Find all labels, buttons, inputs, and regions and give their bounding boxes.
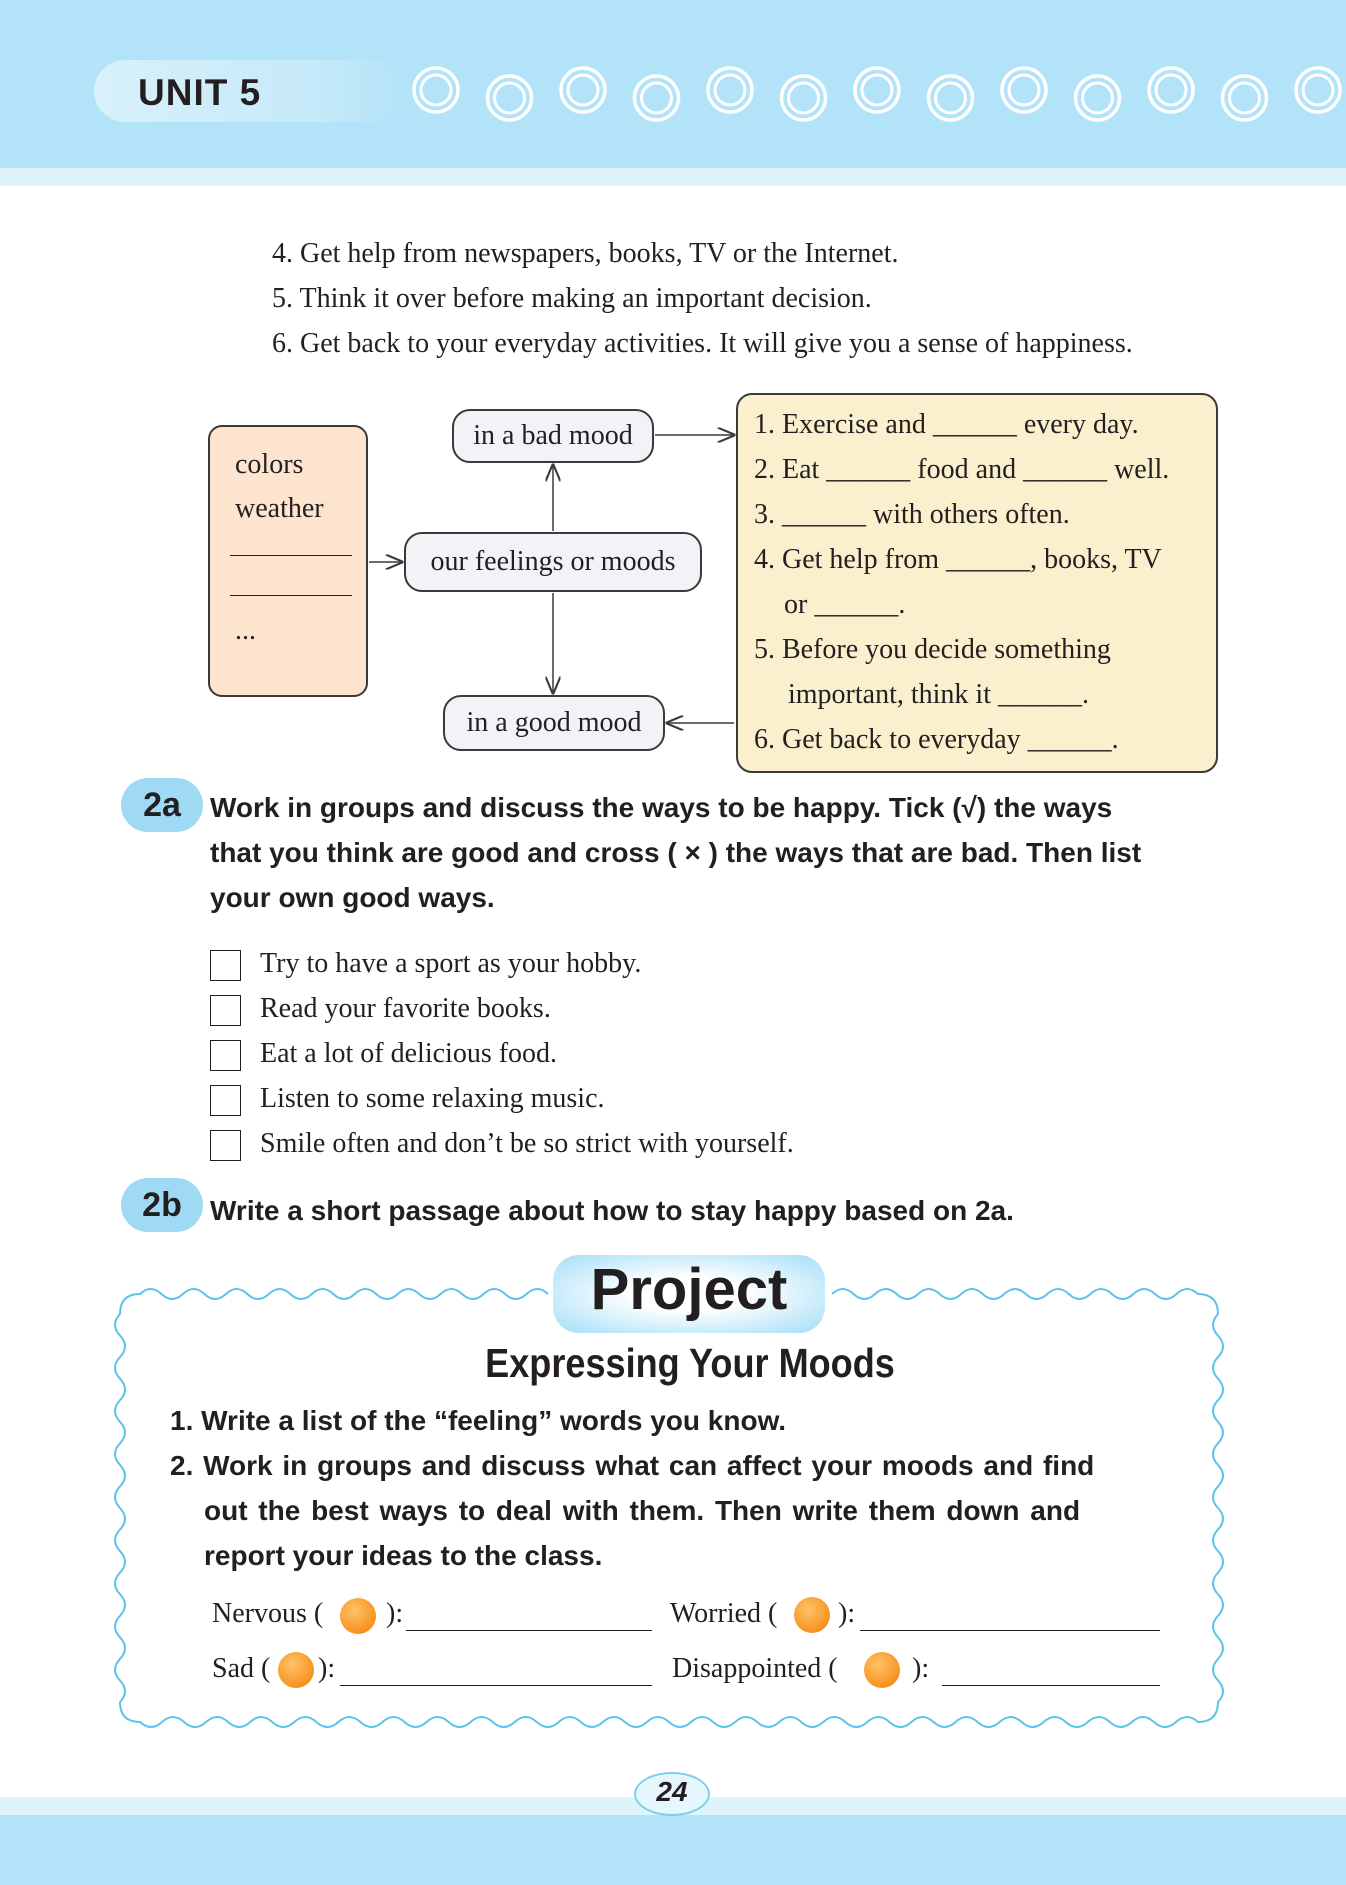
page-number-oval (634, 1772, 710, 1816)
ring-decoration (1228, 81, 1261, 115)
ring-decoration (934, 81, 967, 115)
project-task-2c: report your ideas to the class. (204, 1540, 603, 1571)
project-title-glow (553, 1255, 825, 1333)
project-task-2b: out the best ways to deal with them. The… (204, 1495, 1081, 1526)
factor-weather: weather (235, 493, 324, 524)
sad-face-icon (278, 1652, 314, 1688)
worried-answer-line[interactable] (860, 1630, 1160, 1631)
tick-box[interactable] (210, 1040, 241, 1071)
mood-disappointed-label: Disappointed ( (672, 1653, 838, 1684)
disappointed-answer-line[interactable] (942, 1685, 1160, 1686)
project-title: Project (590, 1257, 788, 1322)
nervous-face-icon (340, 1598, 376, 1634)
instruction-2b: Write a short passage about how to stay … (210, 1195, 1014, 1226)
decorative-rings (412, 66, 1342, 122)
project-task-2: 2. Work in groups and discuss what can a… (170, 1450, 1095, 1481)
project-task-1: 1. Write a list of the “feeling” words y… (170, 1405, 787, 1436)
checklist-text: Try to have a sport as your hobby. (260, 948, 642, 979)
worried-face-icon (794, 1597, 830, 1633)
good-mood-bubble: in a good mood (443, 695, 665, 751)
intro-line-5: 5. Think it over before making an import… (272, 283, 872, 314)
tick-box[interactable] (210, 1085, 241, 1116)
ring-decoration (779, 74, 828, 122)
header-strip (0, 168, 1346, 186)
checklist-text: Smile often and don’t be so strict with … (260, 1128, 794, 1159)
nervous-answer-line[interactable] (406, 1630, 652, 1631)
project-subtitle: Expressing Your Moods (485, 1340, 895, 1386)
disappointed-face-icon (864, 1652, 900, 1688)
badge-2a: 2a (121, 778, 203, 832)
ring-decoration (1154, 73, 1188, 107)
ring-decoration (1294, 66, 1342, 114)
ring-decoration (1220, 74, 1269, 122)
instruction-2a-line-1: Work in groups and discuss the ways to b… (210, 792, 1113, 823)
ring-decoration (1081, 81, 1114, 115)
ring-decoration (419, 73, 453, 107)
way-line-4: 4. Get help from ______, books, TV (754, 544, 1162, 575)
way-line-1: 1. Exercise and ______ every day. (754, 409, 1139, 440)
mood-disappointed-close: ): (912, 1653, 930, 1684)
ring-decoration (632, 74, 681, 122)
instruction-2a-line-3: your own good ways. (210, 882, 495, 913)
checklist-text: Eat a lot of delicious food. (260, 1038, 558, 1069)
ring-decoration (860, 73, 894, 107)
factor-blank-2 (230, 595, 352, 596)
ring-decoration (1007, 73, 1041, 107)
mood-worried-close: ): (838, 1598, 856, 1629)
way-line-5: 5. Before you decide something (754, 634, 1111, 665)
page-number: 24 (656, 1776, 688, 1807)
unit-pill (94, 60, 404, 122)
mood-nervous-close: ): (386, 1598, 404, 1629)
ring-decoration (926, 74, 975, 122)
ways-box: 1. Exercise and ______ every day. 2. Eat… (736, 393, 1218, 773)
way-line-6: 6. Get back to everyday ______. (754, 724, 1119, 755)
factor-blank-1 (230, 555, 352, 556)
ring-decoration (787, 81, 820, 115)
checklist-text: Read your favorite books. (260, 993, 551, 1024)
mood-worried-label: Worried ( (670, 1598, 778, 1629)
tick-box[interactable] (210, 950, 241, 981)
ring-decoration (1147, 66, 1195, 114)
ring-decoration (640, 81, 673, 115)
mood-nervous-label: Nervous ( (212, 1598, 324, 1629)
mood-sad-close: ): (318, 1653, 336, 1684)
way-line-2: 2. Eat ______ food and ______ well. (754, 454, 1170, 485)
ring-decoration (853, 66, 901, 114)
intro-line-4: 4. Get help from newspapers, books, TV o… (272, 238, 899, 269)
tick-box[interactable] (210, 995, 241, 1026)
ring-decoration (1073, 74, 1122, 122)
ring-decoration (485, 74, 534, 122)
tick-box[interactable] (210, 1130, 241, 1161)
mood-sad-label: Sad ( (212, 1653, 271, 1684)
checklist-text: Listen to some relaxing music. (260, 1083, 605, 1114)
sad-answer-line[interactable] (340, 1685, 652, 1686)
ring-decoration (412, 66, 460, 114)
ring-decoration (713, 73, 747, 107)
way-line-3: 3. ______ with others often. (754, 499, 1070, 530)
ring-decoration (566, 73, 600, 107)
way-line-4b: or ______. (784, 589, 906, 620)
center-bubble: our feelings or moods (404, 532, 702, 592)
footer-band (0, 1815, 1346, 1885)
unit-label: UNIT 5 (138, 72, 262, 113)
way-line-5b: important, think it ______. (788, 679, 1089, 710)
bad-mood-bubble: in a bad mood (452, 409, 654, 463)
factors-box: colors weather ... (208, 425, 368, 697)
ring-decoration (706, 66, 754, 114)
factor-ellipsis: ... (235, 615, 256, 646)
ring-decoration (1000, 66, 1048, 114)
intro-line-6: 6. Get back to your everyday activities.… (272, 328, 1133, 359)
factor-colors: colors (235, 449, 304, 480)
badge-2b: 2b (121, 1178, 203, 1232)
ring-decoration (559, 66, 607, 114)
ring-decoration (493, 81, 526, 115)
ring-decoration (1301, 73, 1335, 107)
instruction-2a-line-2: that you think are good and cross ( × ) … (210, 837, 1142, 868)
